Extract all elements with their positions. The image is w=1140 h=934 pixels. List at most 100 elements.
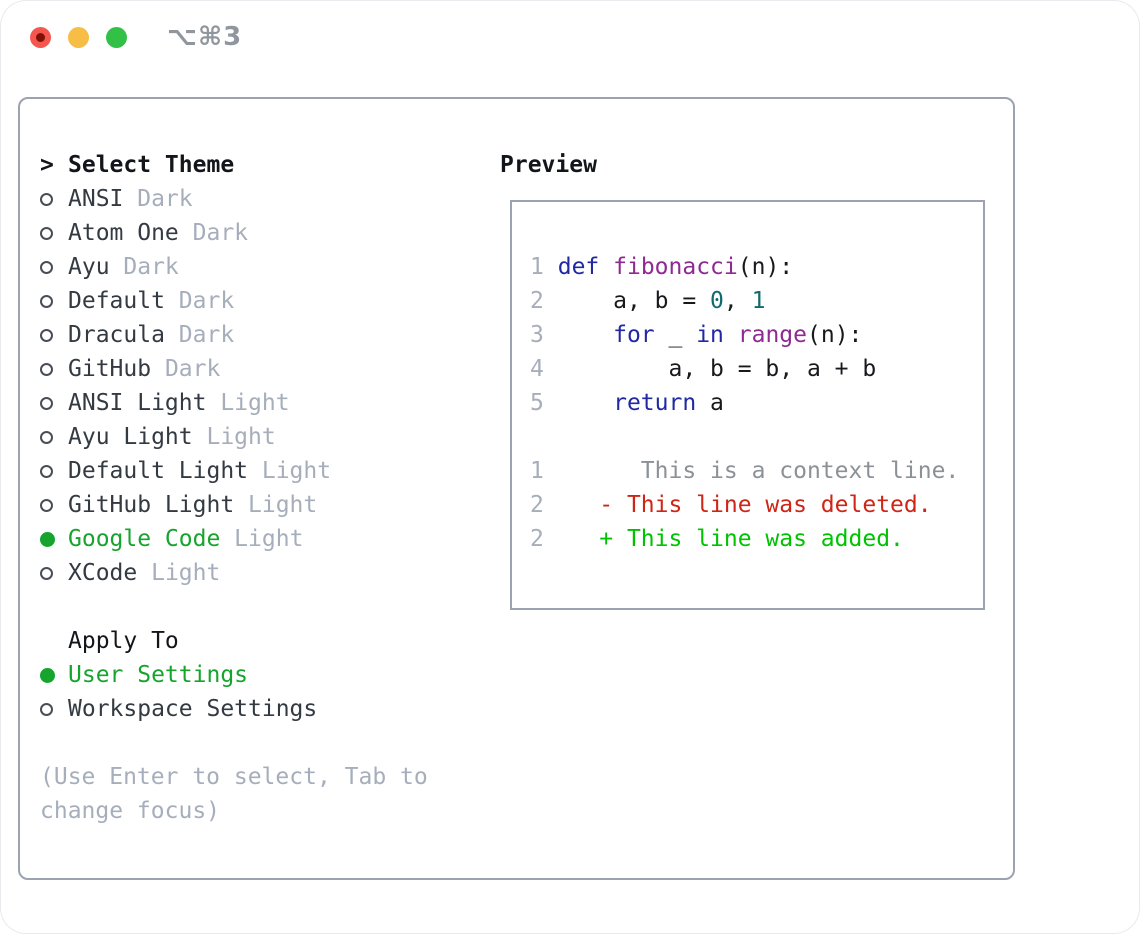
- code-token-ctx: This is a context line.: [543, 458, 960, 484]
- code-token-ln: 1: [530, 254, 544, 280]
- code-token-kw: in: [696, 322, 724, 348]
- radio-selected-icon: [40, 531, 55, 547]
- radio-icon: [40, 260, 53, 274]
- theme-option-github[interactable]: GitHub Dark: [40, 352, 428, 386]
- code-token-num: 1: [751, 288, 766, 314]
- theme-variant-label: Dark: [109, 254, 179, 280]
- keyboard-shortcut-label: ⌥⌘3: [167, 22, 243, 52]
- radio-icon: [40, 362, 53, 376]
- theme-option-github-light[interactable]: GitHub Light Light: [40, 488, 428, 522]
- apply-to-header: Apply To: [40, 624, 428, 658]
- select-theme-title: Select Theme: [68, 152, 235, 178]
- preview-code-line: 2 a, b = 0, 1: [530, 284, 983, 318]
- theme-option-label: GitHub: [68, 356, 152, 382]
- radio-selected-icon: [40, 667, 55, 683]
- title-bar: ⌥⌘3: [0, 0, 1140, 70]
- theme-option-label: XCode: [68, 560, 138, 586]
- theme-variant-label: Light: [234, 492, 318, 518]
- preview-code-line: 3 for _ in range(n):: [530, 318, 983, 352]
- radio-icon: [40, 464, 53, 478]
- code-token-pl: (n):: [737, 254, 794, 280]
- apply-option-user-settings[interactable]: User Settings: [40, 658, 428, 692]
- theme-option-default[interactable]: Default Dark: [40, 284, 428, 318]
- focus-caret-icon: >: [40, 152, 54, 178]
- code-token-fn: fibonacci: [613, 254, 738, 280]
- theme-option-label: ANSI Light: [68, 390, 207, 416]
- theme-variant-label: Dark: [164, 288, 235, 314]
- radio-icon: [40, 294, 53, 308]
- theme-option-xcode[interactable]: XCode Light: [40, 556, 428, 590]
- radio-icon: [40, 498, 53, 512]
- code-token-pl: [724, 322, 738, 348]
- code-token-kw: def: [557, 254, 600, 280]
- preview-code-line: 2 - This line was deleted.: [530, 488, 983, 522]
- theme-variant-label: Dark: [123, 186, 193, 212]
- apply-to-title: Apply To: [68, 628, 179, 654]
- code-token-pl: a: [696, 390, 724, 416]
- theme-option-ansi[interactable]: ANSI Dark: [40, 182, 428, 216]
- radio-icon: [40, 226, 53, 240]
- close-button[interactable]: [30, 27, 51, 48]
- radio-icon: [40, 192, 53, 206]
- theme-variant-label: Light: [206, 390, 290, 416]
- code-token-add: + This line was added.: [599, 526, 904, 552]
- theme-variant-label: Light: [220, 526, 304, 552]
- theme-option-ayu-light[interactable]: Ayu Light Light: [40, 420, 428, 454]
- theme-option-google-code[interactable]: Google Code Light: [40, 522, 428, 556]
- theme-variant-label: Dark: [164, 322, 235, 348]
- apply-option-workspace-settings[interactable]: Workspace Settings: [40, 692, 428, 726]
- preview-code-line: 1 def fibonacci(n):: [530, 250, 983, 284]
- minimize-button[interactable]: [68, 27, 89, 48]
- usage-hint-line-1: (Use Enter to select, Tab to: [40, 764, 428, 790]
- radio-icon: [40, 328, 53, 342]
- code-token-pl: (n):: [807, 322, 863, 348]
- select-theme-header: > Select Theme: [40, 148, 428, 182]
- code-token-pl: [544, 390, 613, 416]
- theme-variant-label: Dark: [178, 220, 249, 246]
- theme-option-ansi-light[interactable]: ANSI Light Light: [40, 386, 428, 420]
- theme-option-ayu[interactable]: Ayu Dark: [40, 250, 428, 284]
- code-token-ln: 4: [530, 356, 544, 382]
- theme-option-default-light[interactable]: Default Light Light: [40, 454, 428, 488]
- theme-option-label: Ayu: [68, 254, 110, 280]
- code-token-kw: for: [613, 322, 655, 348]
- code-token-pl: [544, 492, 599, 518]
- theme-option-label: Ayu Light: [68, 424, 193, 450]
- code-token-pl: a, b =: [543, 288, 711, 314]
- radio-icon: [40, 566, 53, 580]
- apply-option-label: Workspace Settings: [68, 696, 318, 722]
- radio-icon: [40, 430, 53, 444]
- code-token-pl: [599, 254, 613, 280]
- usage-hint-line-2: change focus): [40, 798, 221, 824]
- close-button-dot: [36, 33, 45, 42]
- preview-code-line: 5 return a: [530, 386, 983, 420]
- code-token-pl: _: [654, 322, 697, 348]
- theme-option-atom-one[interactable]: Atom One Dark: [40, 216, 428, 250]
- code-token-del: - This line was deleted.: [599, 492, 932, 518]
- theme-variant-label: Light: [192, 424, 276, 450]
- radio-icon: [40, 702, 53, 716]
- code-token-ln: 3: [530, 322, 544, 348]
- code-token-pl: [544, 322, 613, 348]
- theme-variant-label: Dark: [151, 356, 221, 382]
- code-token-ln: 5: [530, 390, 544, 416]
- apply-option-label: User Settings: [68, 662, 249, 688]
- theme-option-label: Google Code: [68, 526, 221, 552]
- theme-option-label: Default: [68, 288, 165, 314]
- radio-icon: [40, 396, 53, 410]
- preview-code-line: 4 a, b = b, a + b: [530, 352, 983, 386]
- code-token-ln: 2: [530, 492, 544, 518]
- code-token-num: 0: [710, 288, 724, 314]
- zoom-button[interactable]: [106, 27, 127, 48]
- code-token-pl: [544, 254, 558, 280]
- theme-option-dracula[interactable]: Dracula Dark: [40, 318, 428, 352]
- preview-title: Preview: [500, 152, 597, 178]
- code-token-fn: range: [737, 322, 808, 348]
- code-token-kw: return: [613, 390, 697, 416]
